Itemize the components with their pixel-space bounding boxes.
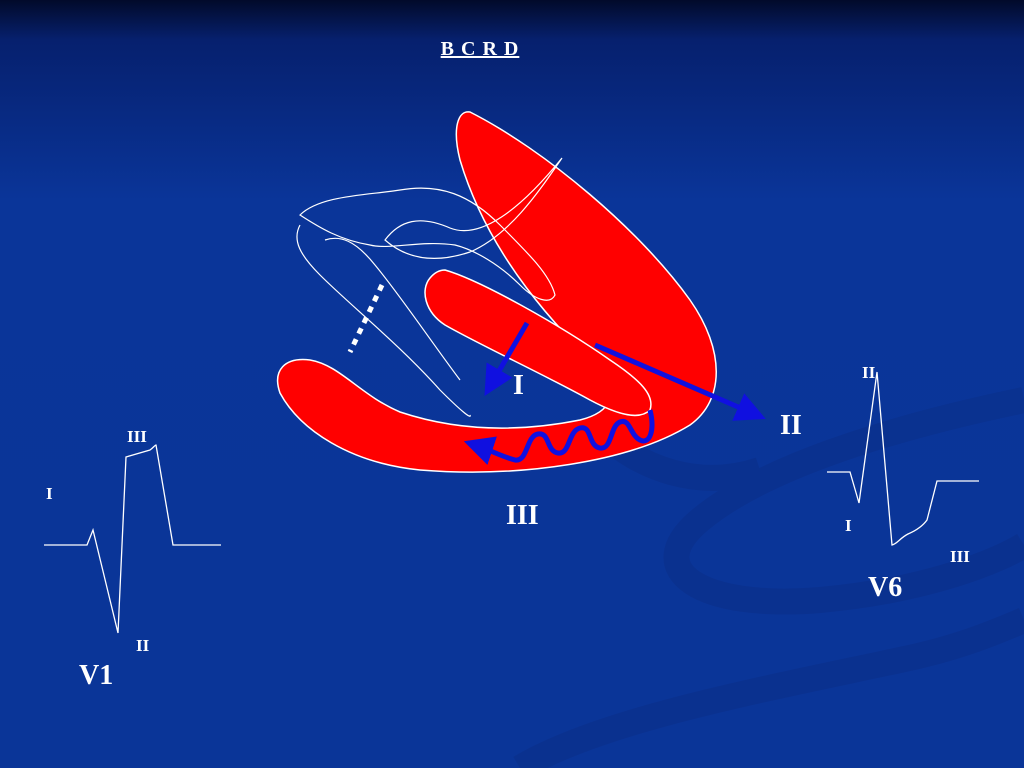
vector-III-label: III	[506, 500, 539, 531]
septal-outline-inner	[324, 237, 461, 381]
slide-title: B C R D	[440, 38, 520, 60]
heart-diagram	[276, 111, 717, 473]
v6-label-I: I	[845, 516, 852, 535]
v6-ecg-trace	[827, 371, 979, 546]
v1-label-I: I	[46, 484, 53, 503]
aortic-root-outline	[384, 157, 563, 260]
v1-ecg-trace	[44, 444, 221, 634]
vector-III-wavy-arrow	[463, 409, 655, 465]
vector-II-arrow	[594, 342, 766, 421]
vector-I-label: I	[513, 370, 524, 401]
vector-arrows	[463, 321, 766, 465]
v1-lead-name: V1	[79, 660, 114, 691]
v6-label-II: II	[862, 363, 876, 382]
inner-septum-wall	[424, 269, 652, 417]
vector-II-label: II	[780, 410, 802, 441]
atria-outline	[299, 187, 556, 301]
vector-I-arrow	[484, 321, 530, 396]
v6-label-III: III	[950, 547, 970, 566]
v6-lead-name: V6	[868, 572, 903, 603]
septal-outline	[296, 224, 471, 417]
v1-label-II: II	[136, 636, 150, 655]
block-dotted-line	[347, 283, 385, 354]
v1-label-III: III	[127, 427, 147, 446]
